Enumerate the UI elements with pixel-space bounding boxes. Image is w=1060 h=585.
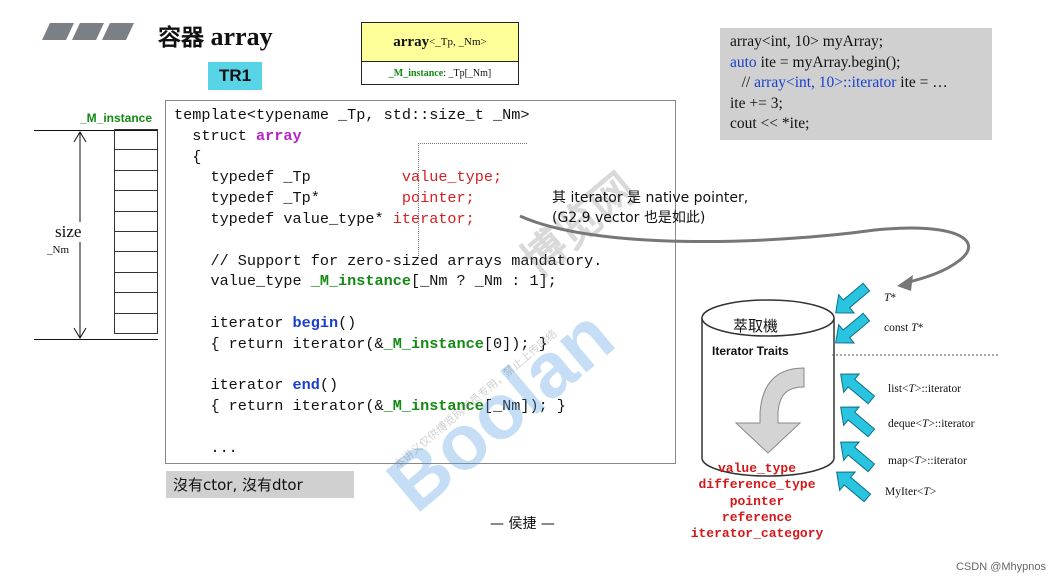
- size-label: size: [55, 222, 82, 242]
- array-cell: [114, 251, 158, 273]
- traits-output-item: value_type: [717, 461, 796, 476]
- traits-source-label: list<T>::iterator: [888, 383, 962, 395]
- cyan-arrow-icon: [836, 471, 872, 503]
- no-ctor-note: 沒有ctor, 沒有dtor: [166, 471, 354, 498]
- cylinder-label-cn: 萃取機: [733, 317, 779, 335]
- dotted-callout: [418, 143, 527, 258]
- traits-source-label: const T*: [884, 322, 924, 334]
- array-cell: [114, 149, 158, 171]
- traits-output-item: reference: [721, 509, 793, 525]
- array-top-line: [34, 130, 158, 131]
- cylinder-label-en: Iterator Traits: [712, 344, 789, 358]
- traits-output-item: iterator_category: [690, 526, 824, 542]
- code-line: { return iterator(&_M_instance[0]); }: [174, 334, 548, 353]
- code-line: iterator begin(): [174, 313, 357, 332]
- cyan-arrow-icon: [840, 441, 876, 473]
- sample-line: ite += 3;: [730, 94, 783, 112]
- author: — 侯捷 —: [490, 516, 555, 532]
- title-decoration: [102, 23, 134, 40]
- sample-line: cout << *ite;: [730, 115, 810, 132]
- code-line: iterator end(): [174, 376, 339, 395]
- title-decoration: [72, 23, 104, 40]
- traits-drawing: [701, 299, 1000, 477]
- array-source-code: template<typename _Tp, std::size_t _Nm> …: [165, 100, 676, 464]
- cyan-arrow-icon: [835, 312, 871, 344]
- code-line: { return iterator(&_M_instance[_Nm]); }: [174, 397, 566, 416]
- sample-line: auto ite = myArray.begin();: [730, 53, 901, 71]
- code-line: {: [174, 147, 202, 166]
- cyan-arrow-icon: [835, 282, 871, 314]
- sample-line: array<int, 10> myArray;: [730, 33, 884, 50]
- nm-label: _Nm: [47, 244, 69, 256]
- traits-source-label: MyIter<T>: [885, 486, 937, 498]
- code-line: ...: [174, 438, 238, 457]
- tr1-tag: TR1: [208, 62, 262, 90]
- sample-code-box: array<int, 10> myArray; auto ite = myArr…: [720, 28, 992, 140]
- cyan-arrow-icon: [840, 406, 876, 438]
- cyan-arrow-icon: [840, 373, 876, 405]
- array-cell: [114, 312, 158, 334]
- array-cell: [114, 129, 158, 151]
- traits-output-item: pointer: [729, 493, 785, 509]
- array-bottom-line: [34, 339, 158, 340]
- code-line: typedef value_type* iterator;: [174, 209, 475, 228]
- code-line: // Support for zero-sized arrays mandato…: [174, 251, 603, 270]
- array-cell: [114, 230, 158, 253]
- csdn-watermark: CSDN @Mhypnos: [955, 561, 1046, 573]
- code-line: typedef _Tp value_type;: [174, 168, 503, 187]
- array-cell: [114, 190, 158, 212]
- uml-class-box: array<_Tp, _Nm> _M_instance : _Tp[_Nm]: [361, 22, 519, 85]
- code-line: template<typename _Tp, std::size_t _Nm>: [174, 106, 530, 124]
- code-line: value_type _M_instance[_Nm ? _Nm : 1];: [174, 272, 557, 291]
- uml-member: _M_instance : _Tp[_Nm]: [388, 67, 492, 79]
- traits-source-label: map<T>::iterator: [888, 455, 967, 467]
- traits-source-label: T*: [884, 292, 897, 304]
- array-cells: [114, 129, 158, 334]
- array-cell: [114, 169, 158, 192]
- array-cell: [114, 210, 158, 232]
- curved-arrow: [519, 214, 971, 291]
- iterator-traits-panel: [682, 283, 1000, 545]
- code-line: struct array: [174, 126, 302, 145]
- uml-class-name: array<_Tp, _Nm>: [362, 23, 518, 62]
- array-member-label: _M_instance: [80, 111, 153, 125]
- array-cell: [114, 292, 158, 314]
- traits-source-label: deque<T>::iterator: [888, 418, 975, 430]
- page-title: 容器 array: [158, 22, 273, 51]
- code-line: typedef _Tp* pointer;: [174, 189, 475, 208]
- traits-output-item: difference_type: [698, 477, 816, 493]
- iterator-note: 其 iterator 是 native pointer, (G2.9 vecto…: [552, 190, 749, 226]
- sample-line: // array<int, 10>::iterator ite = …: [730, 74, 948, 91]
- array-cell: [114, 271, 158, 294]
- title-decoration: [42, 23, 74, 40]
